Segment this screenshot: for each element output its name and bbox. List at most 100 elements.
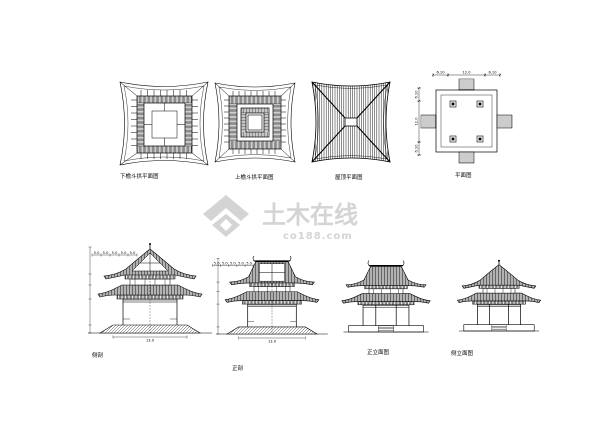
hip-line (191, 81, 209, 97)
bracket-ring (136, 95, 193, 154)
column (478, 102, 482, 106)
dimension-slash (498, 73, 502, 77)
bracket-band (357, 301, 415, 306)
finial-top (149, 243, 151, 245)
main-ridge (344, 117, 358, 127)
roof-plan: 屋顶平面图 (311, 81, 391, 181)
upper-roof (345, 266, 427, 288)
side-elevation: 侧立面图 (451, 259, 542, 357)
hip-line (214, 148, 230, 163)
column (451, 102, 455, 106)
dimension-label-top: 5.0 (103, 251, 109, 255)
upper-bracket-plan-label: 上檐斗拱平面图 (235, 173, 274, 181)
bracket-ring (228, 95, 282, 150)
step-south (458, 151, 475, 164)
column (451, 137, 455, 141)
dimension-label-top: 5.0 (94, 251, 100, 255)
bracket-ring-inner (245, 112, 265, 133)
bracket-ring-outer (136, 95, 193, 154)
hip-ridge (311, 81, 346, 119)
platform-section (225, 326, 319, 335)
dimension-slash (483, 73, 487, 77)
floor-plan-dim-top: 6.10 (488, 71, 497, 75)
eave-outline-inner (123, 85, 205, 162)
roof-plan-label: 屋顶平面图 (335, 173, 363, 181)
dimension-label-top: 5.0 (246, 261, 252, 265)
column (478, 137, 482, 141)
dimension-label-top: 5.0 (112, 251, 118, 255)
lower-bracket-set (472, 300, 526, 305)
dimension-slash (417, 86, 421, 90)
upper-bracket-plan: 上檐斗拱平面图 (214, 82, 296, 181)
ridge-ornament (402, 260, 405, 266)
hip-line (119, 152, 138, 166)
hip-line (119, 81, 138, 97)
lower-roof (224, 291, 320, 303)
front-section-label: 正剖 (232, 364, 243, 372)
dimension-label-top: 5.0 (214, 261, 220, 265)
lower-bracket-plan-label: 下檐斗拱平面图 (120, 172, 159, 180)
dimension-label-top: 5.0 (130, 251, 136, 255)
side-elevation-label: 侧立面图 (451, 349, 474, 357)
dimension-label-top: 5.0 (230, 261, 236, 265)
lower-bracket-plan: 下檐斗拱平面图 (119, 81, 209, 180)
column-base (476, 100, 484, 108)
watermark-logo-upper (203, 195, 249, 221)
dimension-slash (446, 73, 450, 77)
floor-plan-dim-left: 6.10 (415, 90, 419, 99)
side-section-label: 侧剖 (92, 351, 103, 359)
watermark: 土木在线 co188.com (203, 195, 358, 242)
floor-plan-dim-top: 6.10 (436, 71, 445, 75)
step-east (496, 114, 513, 129)
dimension-label-top: 5.0 (238, 261, 244, 265)
hip-ridge (311, 125, 346, 163)
front-elevation-label: 正立面图 (367, 348, 390, 356)
column-base (449, 135, 457, 143)
inner-opening (247, 114, 263, 131)
ridge-ornament (367, 260, 370, 266)
upper-wall (368, 288, 404, 294)
dimension-slash (417, 140, 421, 144)
hip-line (280, 148, 296, 163)
floor-plan-label: 平面图 (455, 171, 472, 179)
ridge-ornament (252, 255, 255, 262)
lower-roof (456, 292, 542, 303)
floor-plan-dim-left: 6.10 (415, 144, 419, 153)
bracket-ring-inner (236, 103, 274, 142)
hip-ridge (356, 125, 391, 163)
finial-top (498, 259, 500, 262)
dimension-slash (417, 153, 421, 157)
lower-roof (341, 293, 431, 304)
step-north (458, 78, 475, 91)
floor-plan-dim-top: 12.0 (462, 71, 471, 75)
ridge-ornament (289, 255, 292, 262)
column-base (476, 135, 484, 143)
column-base (449, 100, 457, 108)
bracket-ring-outer (240, 107, 270, 138)
hip-ridge (356, 81, 391, 119)
dimension-label-top: 5.0 (222, 261, 228, 265)
floor-edge (440, 94, 493, 148)
side-section-dim-bottom: 13.0 (146, 339, 155, 343)
bracket-ring (240, 107, 270, 138)
upper-roof (461, 264, 537, 289)
floor-plan: 平面图 6.10 12.0 6.10 6.10 12.0 6.10 (415, 71, 513, 179)
watermark-title: 土木在线 (262, 201, 358, 229)
bracket-ring-outer (228, 95, 282, 150)
hip-line (214, 82, 230, 97)
hip-line (280, 82, 296, 97)
lower-bracket-set (357, 301, 415, 306)
upper-wall (482, 288, 516, 294)
floor-plan-dim-left: 12.0 (415, 117, 419, 126)
dimension-label-top: 5.0 (121, 251, 127, 255)
dimension-slash (431, 73, 435, 77)
front-elevation: 正立面图 (341, 260, 431, 356)
step-west (420, 114, 437, 129)
hip-line (191, 152, 209, 166)
dimension-slash (417, 99, 421, 103)
watermark-url: co188.com (283, 231, 353, 242)
